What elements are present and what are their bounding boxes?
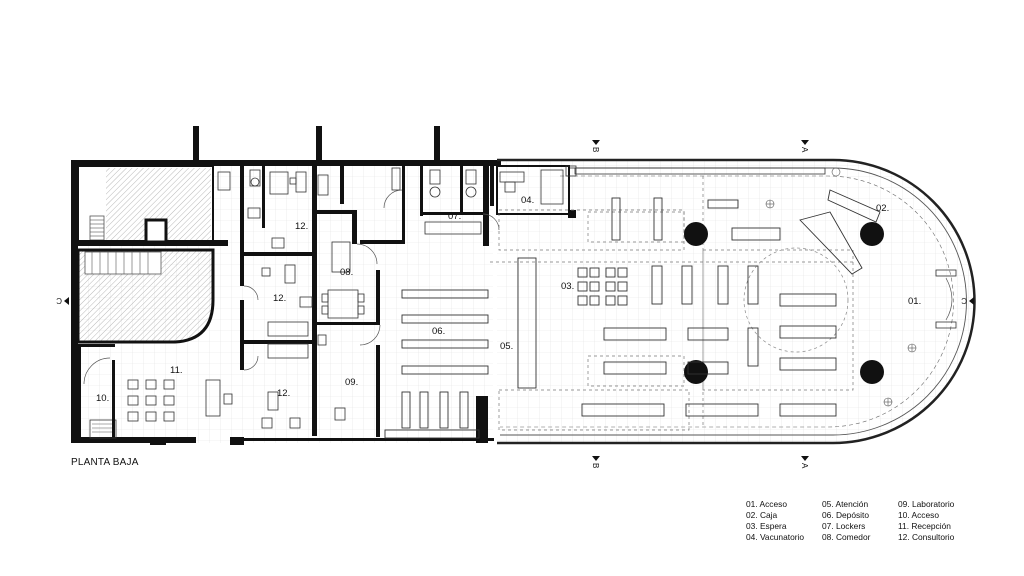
room-07-label: 07. xyxy=(448,211,461,222)
section-markers: B A B A C C xyxy=(56,140,974,469)
room-08-label: 08. xyxy=(340,267,353,278)
room-12-label: 12. xyxy=(295,221,308,232)
room-02-label: 02. xyxy=(876,203,889,214)
svg-text:B: B xyxy=(591,147,600,152)
west-block xyxy=(71,126,501,445)
legend-item: 05. Atención xyxy=(822,499,869,509)
legend-item: 06. Depósito xyxy=(822,510,870,520)
section-c-right-marker: C xyxy=(961,296,974,305)
room-04-label: 04. xyxy=(521,195,534,206)
room-12-label: 12. xyxy=(277,388,290,399)
room-03-label: 03. xyxy=(561,281,574,292)
room-01-label: 01. xyxy=(908,296,921,307)
legend-item: 03. Espera xyxy=(746,521,787,531)
east-block xyxy=(490,158,976,445)
section-b-bottom-marker: B xyxy=(591,456,600,468)
svg-text:A: A xyxy=(800,463,809,469)
svg-text:B: B xyxy=(591,463,600,468)
plan-title: PLANTA BAJA xyxy=(71,457,139,468)
legend-item: 12. Consultorio xyxy=(898,532,955,542)
legend-item: 02. Caja xyxy=(746,510,778,520)
section-a-bottom-marker: A xyxy=(800,456,809,469)
room-labels: 01. 02. 03. 04. 05. 06. 07. 08. 09. 10. … xyxy=(96,195,921,404)
legend-item: 04. Vacunatorio xyxy=(746,532,805,542)
section-a-top-marker: A xyxy=(800,140,809,153)
section-b-top-marker: B xyxy=(591,140,600,152)
room-06-label: 06. xyxy=(432,326,445,337)
legend-item: 07. Lockers xyxy=(822,521,866,531)
svg-text:C: C xyxy=(56,296,62,305)
room-09-label: 09. xyxy=(345,377,358,388)
legend: 01. Acceso 05. Atención 09. Laboratorio … xyxy=(746,499,988,543)
room-11-label: 11. xyxy=(170,365,183,376)
legend-item: 11. Recepción xyxy=(898,521,951,531)
legend-item: 01. Acceso xyxy=(746,499,787,509)
legend-item: 09. Laboratorio xyxy=(898,499,955,509)
room-10-label: 10. xyxy=(96,393,109,404)
legend-item: 08. Comedor xyxy=(822,532,871,542)
svg-text:C: C xyxy=(961,296,967,305)
section-c-left-marker: C xyxy=(56,296,69,305)
room-05-label: 05. xyxy=(500,341,513,352)
svg-text:A: A xyxy=(800,147,809,153)
legend-item: 10. Acceso xyxy=(898,510,939,520)
room-12-label: 12. xyxy=(273,293,286,304)
